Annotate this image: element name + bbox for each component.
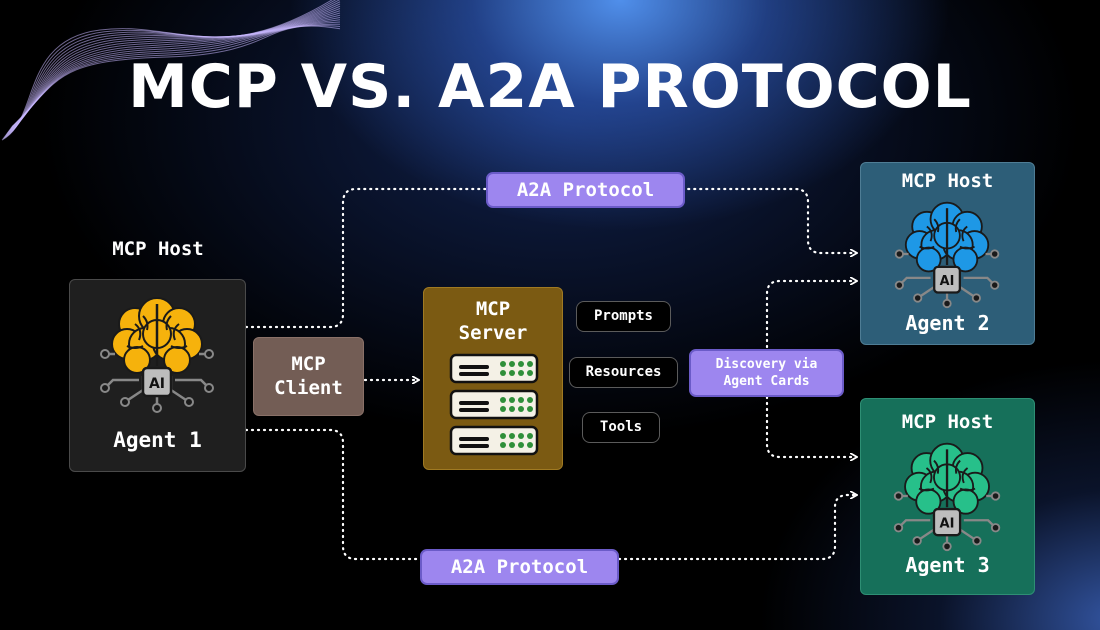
agent2-host-label: MCP Host: [901, 170, 994, 192]
discovery-line2: Agent Cards: [723, 374, 810, 389]
server-rack-icon: [449, 353, 539, 456]
ai-chip-label: AI: [940, 274, 955, 289]
agent3-name: Agent 3: [905, 553, 990, 577]
resources-tag[interactable]: Resources: [569, 357, 678, 388]
agent2-card[interactable]: [860, 162, 1035, 345]
mcp-server-line1: MCP: [475, 298, 511, 320]
mcp-client-box[interactable]: [253, 337, 364, 416]
ai-chip-label: AI: [940, 517, 955, 532]
wave-lines-decoration: [1, 0, 341, 141]
mcp-client-line1: MCP: [291, 353, 326, 375]
brain-chip-icon: AI: [100, 297, 214, 413]
ai-chip-label: AI: [149, 376, 165, 392]
mcp-server-line2: Server: [458, 322, 528, 344]
agent3-host-label: MCP Host: [901, 411, 994, 433]
brain-chip-icon: AI: [894, 201, 1000, 309]
mcp-client-label: MCP Client: [253, 352, 364, 400]
prompts-tag[interactable]: Prompts: [576, 301, 671, 332]
tools-tag[interactable]: Tools: [582, 412, 660, 443]
brain-chip-icon: AI: [893, 442, 1001, 552]
agent2-name: Agent 2: [905, 311, 990, 335]
a2a-protocol-top-pill[interactable]: A2A Protocol: [486, 172, 685, 208]
mcp-server-label: MCP Server: [423, 297, 563, 345]
agent1-host-label: MCP Host: [112, 238, 204, 260]
agent1-name: Agent 1: [113, 428, 202, 452]
arrow-discovery-to-agent3: [765, 395, 856, 457]
discovery-agent-cards-pill[interactable]: Discovery via Agent Cards: [689, 349, 844, 397]
a2a-protocol-bottom-pill[interactable]: A2A Protocol: [420, 549, 619, 585]
arrow-discovery-to-agent2: [765, 281, 856, 355]
mcp-client-line2: Client: [274, 377, 343, 399]
page-title: MCP VS. A2A PROTOCOL: [128, 52, 972, 122]
discovery-line1: Discovery via: [715, 357, 818, 372]
